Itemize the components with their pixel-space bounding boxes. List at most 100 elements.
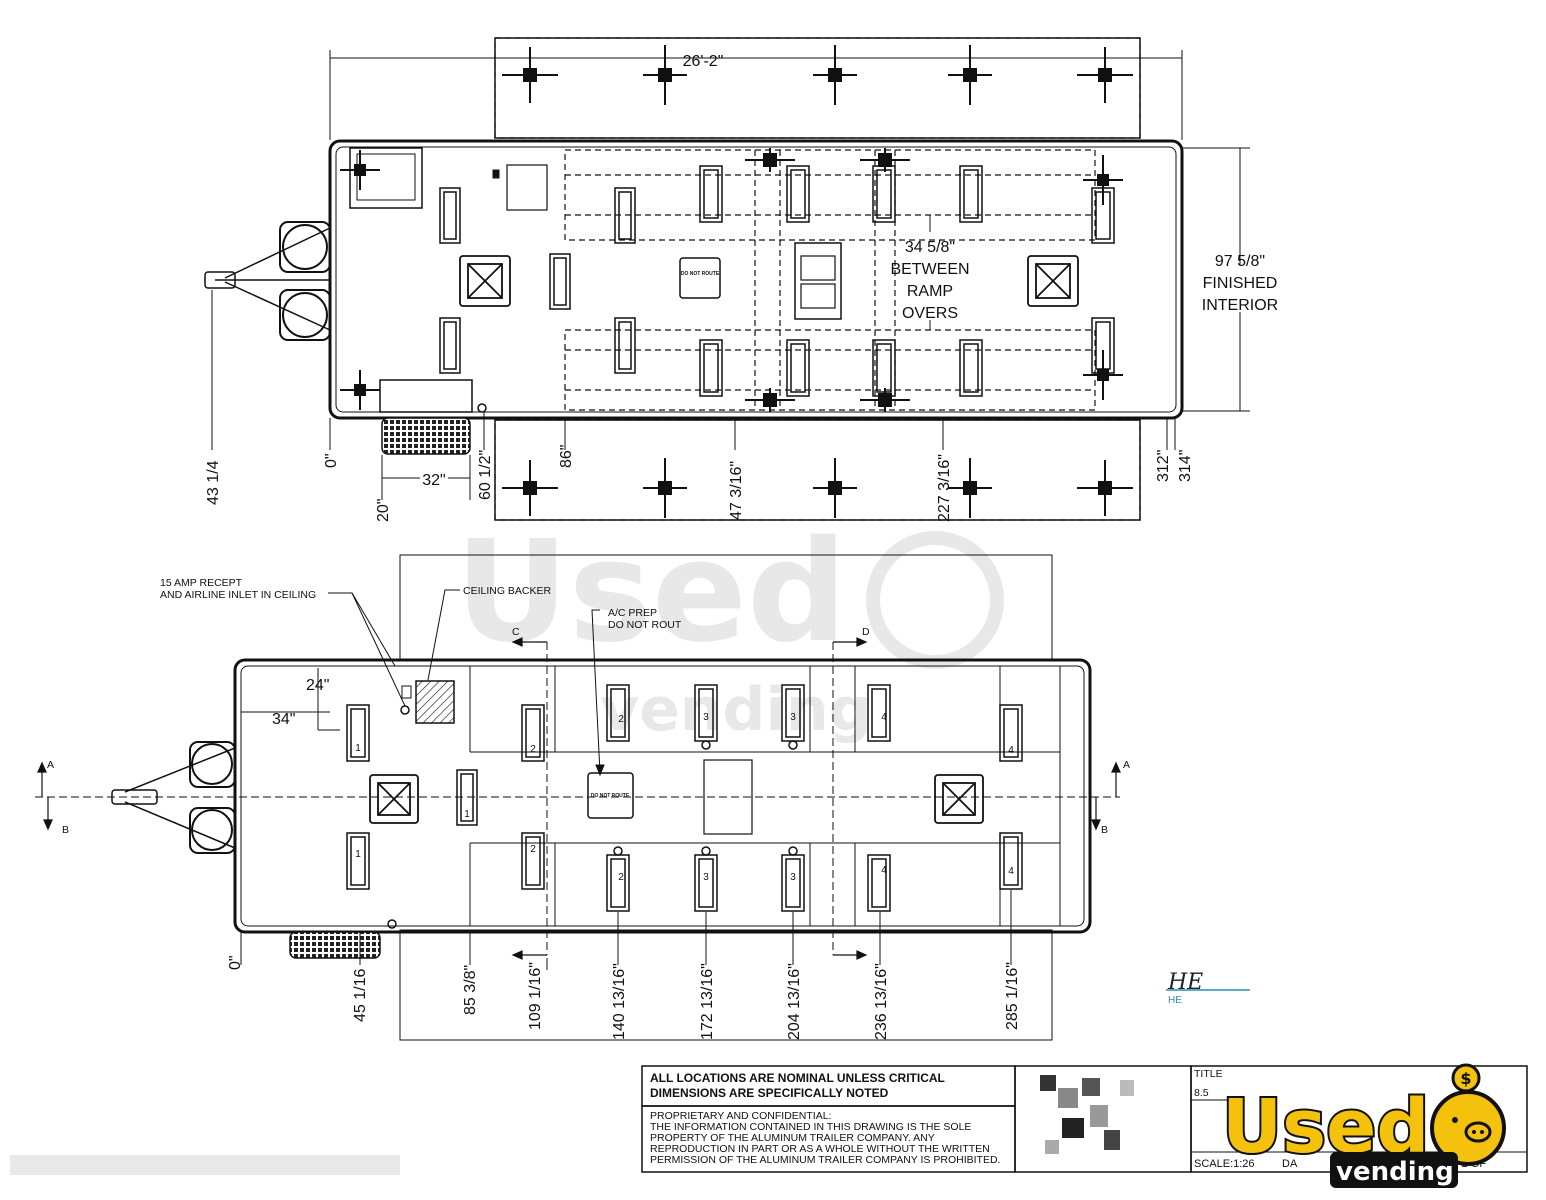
top-dimension-lines xyxy=(211,50,1250,500)
svg-text:4: 4 xyxy=(1008,866,1014,877)
top-center-unit xyxy=(794,242,842,320)
svg-text:$: $ xyxy=(1460,1069,1471,1088)
bottom-light-fixtures xyxy=(346,684,1023,912)
top-roof-vents xyxy=(459,255,1079,307)
svg-text:HE: HE xyxy=(1168,995,1182,1006)
svg-text:2: 2 xyxy=(618,714,624,725)
svg-text:4: 4 xyxy=(881,712,887,723)
svg-text:B: B xyxy=(1101,824,1108,836)
svg-text:3: 3 xyxy=(790,712,796,723)
bottom-panel-label: DO NOT ROUTE xyxy=(591,793,630,799)
svg-text:2: 2 xyxy=(618,872,624,883)
svg-text:45 1/16: 45 1/16 xyxy=(352,969,369,1022)
bottom-view xyxy=(35,554,1121,1041)
top-ramp-overs xyxy=(494,37,1141,521)
finished-interior-label: 97 5/8" FINISHED INTERIOR xyxy=(1202,253,1278,314)
svg-text:A: A xyxy=(47,759,54,771)
svg-text:TITLE: TITLE xyxy=(1194,1068,1223,1080)
dim-24: 24" xyxy=(306,677,329,694)
watermark-vending-text: vending xyxy=(600,675,872,745)
svg-text:34 5/8": 34 5/8" xyxy=(905,239,955,256)
svg-text:INTERIOR: INTERIOR xyxy=(1202,297,1278,314)
svg-text:172 13/16": 172 13/16" xyxy=(699,963,716,1040)
svg-text:0": 0" xyxy=(227,955,244,970)
svg-text:15 AMP RECEPT: 15 AMP RECEPT xyxy=(160,577,243,589)
svg-text:FINISHED: FINISHED xyxy=(1203,275,1278,292)
svg-text:DA: DA xyxy=(1282,1158,1298,1170)
bottom-entry-step xyxy=(289,931,381,959)
overall-length-dim: 26'-2" xyxy=(683,53,724,70)
svg-text:HE: HE xyxy=(1167,970,1203,995)
bottom-notes: 15 AMP RECEPT AND AIRLINE INLET IN CEILI… xyxy=(160,577,682,631)
title-block-text: ALL LOCATIONS ARE NOMINAL UNLESS CRITICA… xyxy=(650,1068,1486,1170)
bottom-floor-outline xyxy=(399,929,1053,1041)
svg-text:236 13/16": 236 13/16" xyxy=(873,963,890,1040)
svg-text:PROPERTY OF THE ALUMINUM TRAIL: PROPERTY OF THE ALUMINUM TRAILER COMPANY… xyxy=(650,1132,935,1144)
svg-text:3: 3 xyxy=(703,712,709,723)
watermark-used-vending: Used vending xyxy=(455,511,1004,745)
svg-text:20": 20" xyxy=(375,499,392,522)
bottom-roof-vents xyxy=(369,774,984,824)
svg-text:4: 4 xyxy=(1008,745,1014,756)
dollar-coin-icon xyxy=(1451,1063,1481,1093)
bottom-ceiling-backer xyxy=(415,680,455,724)
svg-text:97 5/8": 97 5/8" xyxy=(1215,253,1265,270)
svg-text:RAMP: RAMP xyxy=(907,283,953,300)
svg-text:312": 312" xyxy=(1155,450,1172,482)
ramp-over-label: 34 5/8" BETWEEN RAMP OVERS xyxy=(890,239,969,322)
top-entry-step xyxy=(381,417,471,455)
svg-text:REPRODUCTION IN PART OR AS A W: REPRODUCTION IN PART OR AS A WHOLE WITHO… xyxy=(650,1143,990,1155)
svg-text:BETWEEN: BETWEEN xyxy=(890,261,969,278)
dim-34: 34" xyxy=(272,711,295,728)
svg-text:1: 1 xyxy=(355,743,361,754)
svg-text:A/C PREP: A/C PREP xyxy=(608,607,657,619)
bottom-spare-tires xyxy=(189,741,236,854)
logo-used-word: Used xyxy=(1222,1084,1429,1170)
checker-signature: HE HE xyxy=(1166,970,1250,1006)
svg-text:85 3/8": 85 3/8" xyxy=(462,965,479,1015)
bottom-ac-prep xyxy=(703,759,753,835)
top-light-fixtures xyxy=(439,165,1115,397)
svg-text:AND AIRLINE INLET IN CEILING: AND AIRLINE INLET IN CEILING xyxy=(160,589,316,601)
top-tongue xyxy=(204,227,331,331)
blurred-footer-text xyxy=(10,1155,400,1175)
top-tiedown-fittings xyxy=(340,45,1133,518)
svg-text:B: B xyxy=(62,824,69,836)
svg-text:OVERS: OVERS xyxy=(902,305,958,322)
svg-text:1: 1 xyxy=(355,849,361,860)
svg-text:204 13/16": 204 13/16" xyxy=(786,963,803,1040)
pixelated-company-logo xyxy=(1040,1075,1134,1154)
svg-text:PERMISSION OF THE ALUMINUM TRA: PERMISSION OF THE ALUMINUM TRAILER COMPA… xyxy=(650,1154,1000,1166)
svg-text:1: 1 xyxy=(464,809,470,820)
svg-text:C: C xyxy=(512,626,520,638)
top-view xyxy=(204,37,1184,521)
watermark-used-text: Used xyxy=(455,511,847,674)
svg-text:3: 3 xyxy=(703,872,709,883)
svg-text:PROPRIETARY AND CONFIDENTIAL:: PROPRIETARY AND CONFIDENTIAL: xyxy=(650,1110,831,1122)
bottom-trailer-body xyxy=(233,658,1092,934)
svg-text:8.5: 8.5 xyxy=(1194,1087,1209,1099)
bottom-do-not-route-panel xyxy=(587,772,634,819)
svg-text:60 1/2": 60 1/2" xyxy=(477,450,494,500)
top-panel-label: DO NOT ROUTE xyxy=(681,271,720,277)
svg-text:2: 2 xyxy=(530,744,536,755)
svg-text:227 3/16": 227 3/16" xyxy=(936,454,953,522)
top-bottom-dims: 43 1/4 0" 20" 32" 60 1/2" 86" 47 3/16" 2… xyxy=(205,445,1194,522)
svg-text:2: 2 xyxy=(530,844,536,855)
svg-text:D: D xyxy=(862,626,870,638)
fixture-numbers: 1 1 1 2 2 2 2 3 3 3 3 4 4 4 4 xyxy=(355,712,1014,883)
svg-text:DO NOT ROUT: DO NOT ROUT xyxy=(608,619,682,631)
svg-text:CEILING BACKER: CEILING BACKER xyxy=(463,585,552,597)
svg-text:109 1/16": 109 1/16" xyxy=(527,962,544,1030)
top-trailer-inner xyxy=(335,146,1177,413)
svg-text:47 3/16": 47 3/16" xyxy=(728,461,745,520)
top-spare-tires xyxy=(279,221,331,341)
svg-text:ALL LOCATIONS ARE NOMINAL UNLE: ALL LOCATIONS ARE NOMINAL UNLESS CRITICA… xyxy=(650,1071,945,1085)
bottom-bottom-dims: 0" 45 1/16 85 3/8" 109 1/16" 140 13/16" … xyxy=(227,955,1021,1040)
svg-text:3: 3 xyxy=(790,872,796,883)
svg-text:140 13/16": 140 13/16" xyxy=(611,963,628,1040)
top-side-door xyxy=(379,379,473,413)
svg-text:4: 4 xyxy=(881,865,887,876)
top-front-cabinet xyxy=(349,147,423,209)
